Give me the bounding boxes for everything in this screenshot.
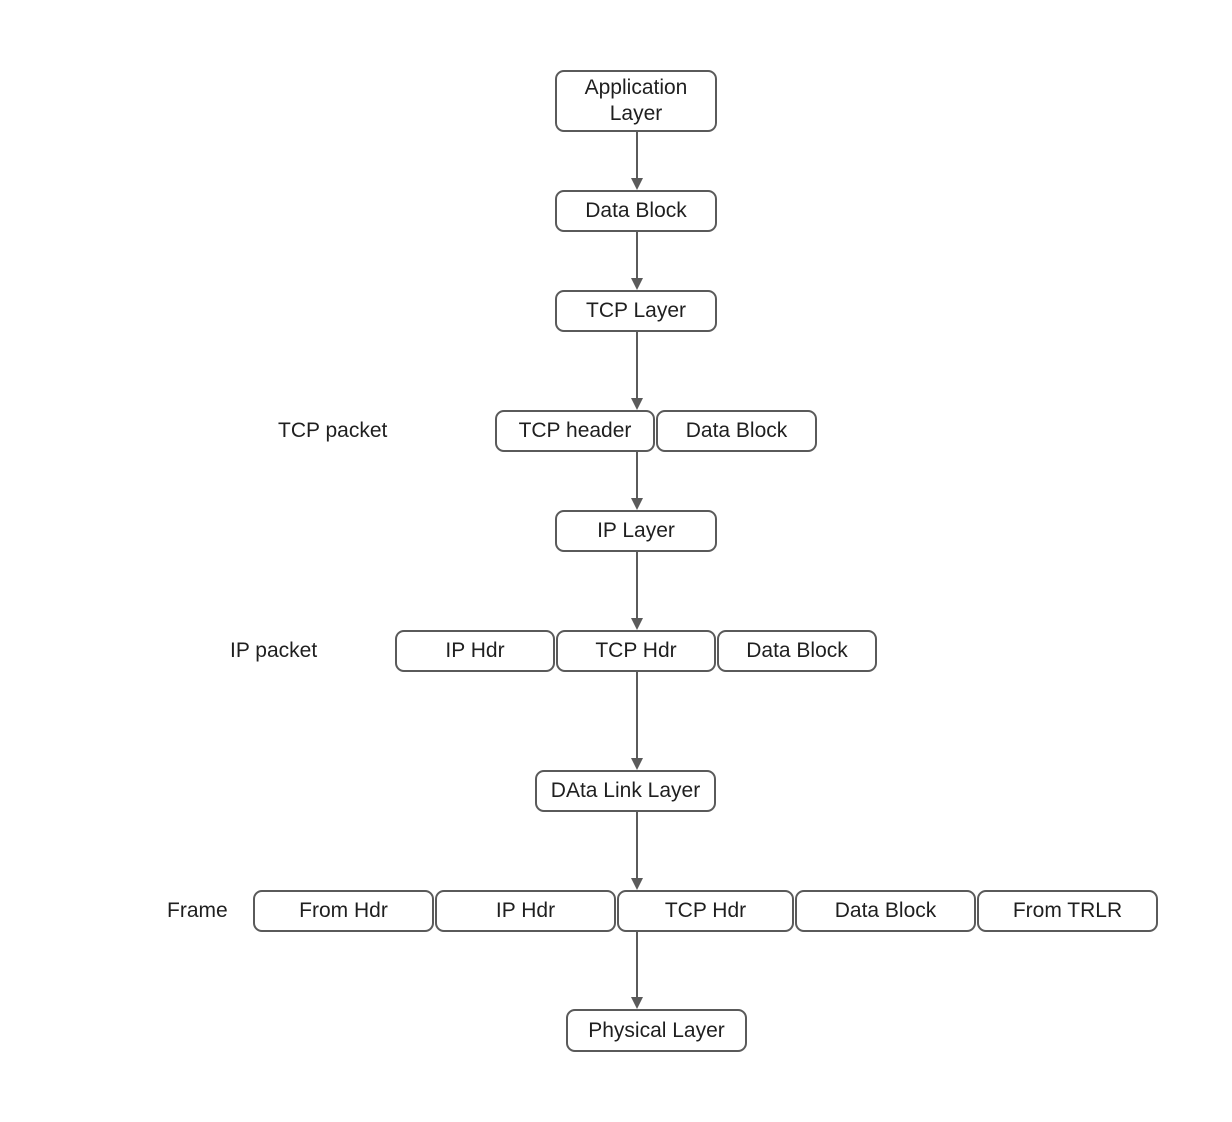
row-label-tcp-packet: TCP packet [278,419,388,442]
arrow-line [636,332,638,400]
arrow-head [630,178,643,190]
arrow-line [636,672,638,760]
node-data-link-layer[interactable]: DAta Link Layer [535,770,716,812]
arrow-datablock-to-tcp [630,232,643,290]
segment-tcp-packet-tcp-header[interactable]: TCP header [495,410,655,452]
arrow-head [630,758,643,770]
arrow-frame-to-physical [630,932,643,1009]
segment-frame-ip-hdr[interactable]: IP Hdr [435,890,616,932]
segment-ip-packet-data-block[interactable]: Data Block [717,630,877,672]
row-label-ip-packet: IP packet [230,639,318,662]
node-ip-layer[interactable]: IP Layer [555,510,717,552]
node-data-block-top[interactable]: Data Block [555,190,717,232]
arrow-datalink-to-frame [630,812,643,890]
segment-frame-tcp-hdr[interactable]: TCP Hdr [617,890,794,932]
segment-frame-from-hdr[interactable]: From Hdr [253,890,434,932]
segment-ip-packet-ip-hdr[interactable]: IP Hdr [395,630,555,672]
segment-frame-data-block[interactable]: Data Block [795,890,976,932]
arrow-ip-to-ippacket [630,552,643,630]
arrow-app-to-datablock [630,132,643,190]
row-label-frame: Frame [167,899,228,922]
arrow-head [630,618,643,630]
arrow-head [630,278,643,290]
arrow-line [636,552,638,620]
arrow-line [636,812,638,880]
arrow-ippacket-to-datalink [630,672,643,770]
arrow-head [630,498,643,510]
node-tcp-layer[interactable]: TCP Layer [555,290,717,332]
segment-frame-from-trlr[interactable]: From TRLR [977,890,1158,932]
arrow-line [636,932,638,999]
node-physical-layer[interactable]: Physical Layer [566,1009,747,1052]
node-application-layer[interactable]: Application Layer [555,70,717,132]
arrow-head [630,997,643,1009]
segment-ip-packet-tcp-hdr[interactable]: TCP Hdr [556,630,716,672]
arrow-head [630,398,643,410]
arrow-line [636,232,638,280]
arrow-head [630,878,643,890]
arrow-tcppacket-to-ip [630,452,643,510]
arrow-tcp-to-tcppacket [630,332,643,410]
arrow-line [636,132,638,180]
segment-tcp-packet-data-block[interactable]: Data Block [656,410,817,452]
arrow-line [636,452,638,500]
